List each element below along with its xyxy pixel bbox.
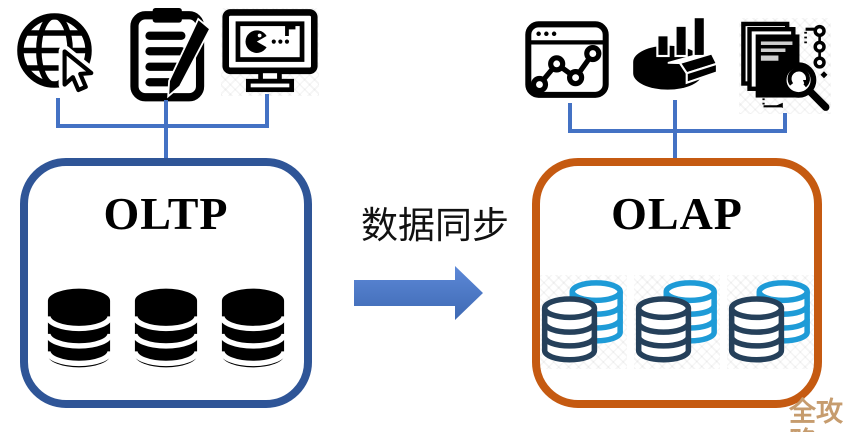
sync-label: 数据同步 <box>361 204 509 247</box>
database-icon <box>132 287 200 369</box>
olap-title: OLAP <box>611 188 743 239</box>
globe-cursor-icon <box>14 10 106 102</box>
connector-bus <box>568 129 787 133</box>
connector-line <box>265 94 269 127</box>
monitor-game-icon <box>221 8 319 96</box>
clipboard-pen-icon <box>129 5 211 103</box>
oltp-title: OLTP <box>103 188 229 239</box>
analytics-window-icon <box>524 18 610 102</box>
connector-bus <box>56 124 269 128</box>
connector-line <box>56 98 60 127</box>
olap-panel: OLAP <box>532 158 822 408</box>
oltp-database-row <box>28 287 304 369</box>
database-cluster-icon <box>634 275 721 369</box>
documents-search-icon <box>739 18 831 114</box>
connector-line <box>568 103 572 132</box>
connector-line <box>164 100 168 162</box>
olap-database-row <box>540 275 814 369</box>
database-cluster-icon <box>540 275 627 369</box>
database-cluster-icon <box>727 275 814 369</box>
right-arrow-icon <box>354 265 484 321</box>
watermark: 全攻略 <box>789 397 843 432</box>
database-icon <box>219 287 287 369</box>
pie-chart-bars-icon <box>628 10 723 102</box>
connector-line <box>783 113 787 132</box>
database-icon <box>45 287 113 369</box>
oltp-panel: OLTP <box>20 158 312 408</box>
